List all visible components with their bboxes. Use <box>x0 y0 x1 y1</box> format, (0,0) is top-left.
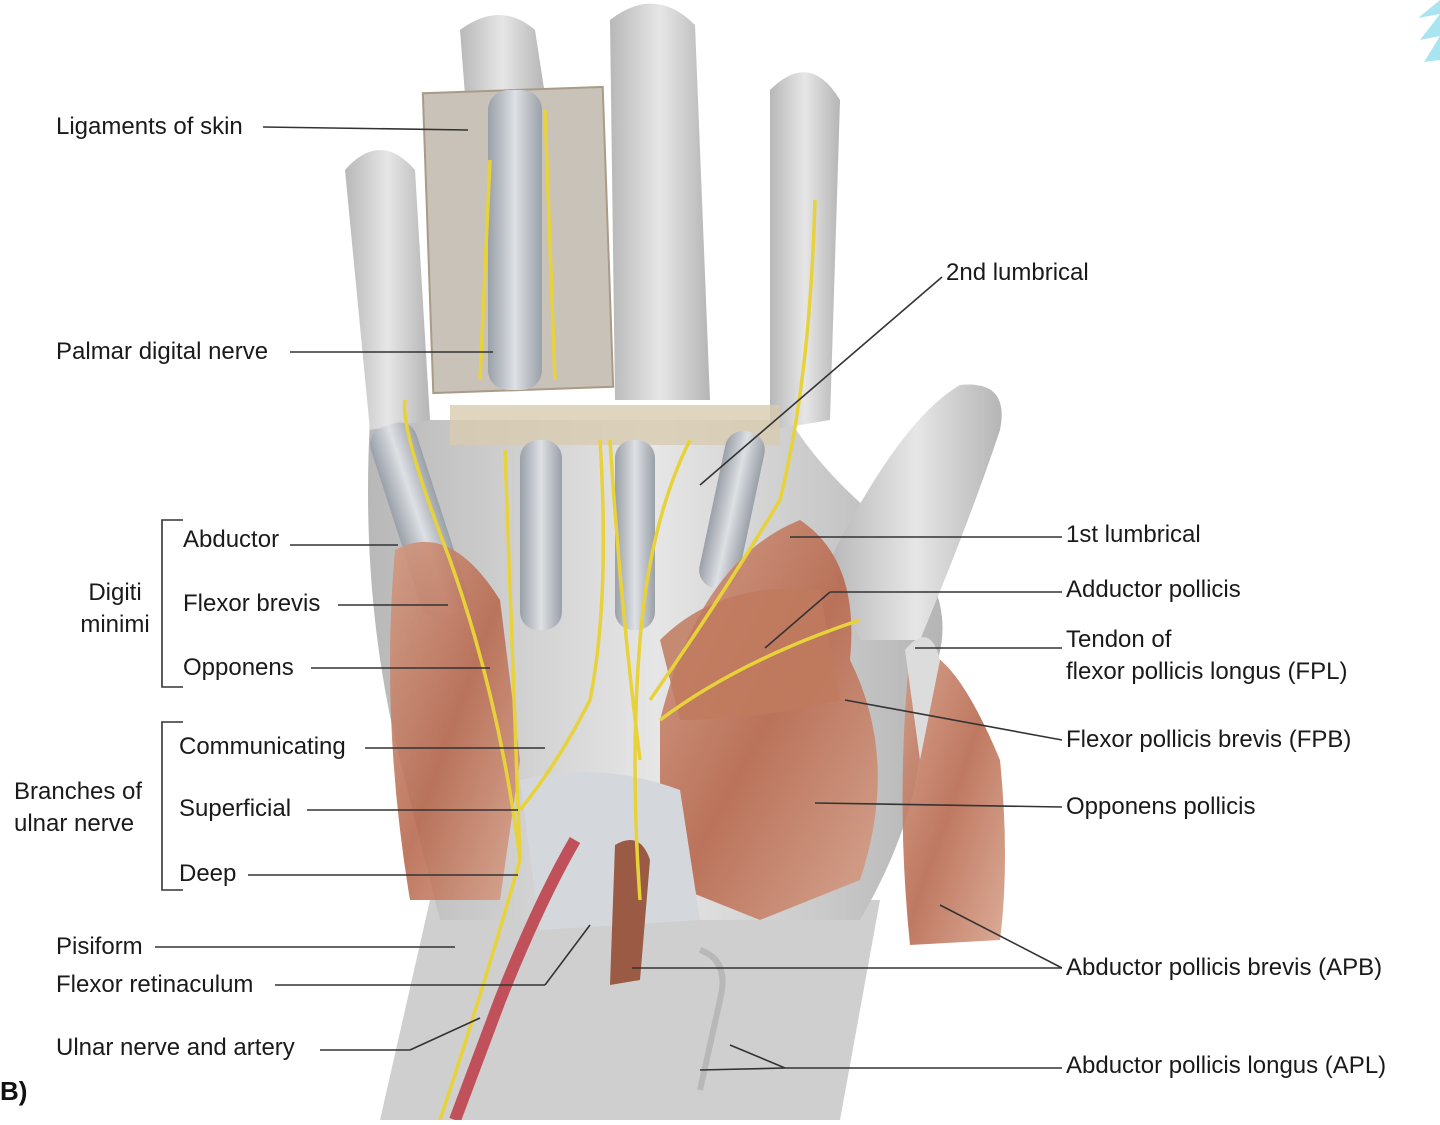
apl-tendon <box>697 947 726 1091</box>
label-flexor-pollicis-brevis: Flexor pollicis brevis (FPB) <box>1066 726 1352 753</box>
group-label-branches-line1: Branches of <box>14 778 143 805</box>
flexor-retinaculum <box>520 772 700 930</box>
leader-lines <box>155 126 1063 1071</box>
abductor-pollicis-brevis-flap <box>902 649 1005 945</box>
label-opponens: Opponens <box>183 654 294 681</box>
label-adductor-pollicis: Adductor pollicis <box>1066 576 1241 603</box>
middle-finger <box>610 3 710 401</box>
group-label-branches-of-ulnar-nerve: Branches of ulnar nerve <box>14 776 160 840</box>
corner-decoration <box>1418 0 1440 62</box>
label-abductor-pollicis-longus: Abductor pollicis longus (APL) <box>1066 1052 1387 1079</box>
label-flexor-retinaculum: Flexor retinaculum <box>56 971 254 998</box>
label-tendon-of: Tendon of <box>1066 626 1172 653</box>
median-nerve <box>608 199 861 901</box>
label-1st-lumbrical: 1st lumbrical <box>1066 521 1201 548</box>
label-pisiform: Pisiform <box>56 933 143 960</box>
label-flexor-pollicis-longus: flexor pollicis longus (FPL) <box>1066 658 1348 685</box>
panel-letter: B) <box>0 1076 28 1106</box>
label-communicating: Communicating <box>179 733 346 760</box>
label-ulnar-nerve-and-artery: Ulnar nerve and artery <box>56 1034 295 1061</box>
label-abductor: Abductor <box>183 526 280 553</box>
label-abductor-pollicis-brevis: Abductor pollicis brevis (APB) <box>1066 954 1383 981</box>
index-finger <box>770 72 840 430</box>
label-2nd-lumbrical: 2nd lumbrical <box>946 259 1089 286</box>
forearm <box>380 900 880 1120</box>
group-label-digiti-minimi-line2: minimi <box>80 611 150 638</box>
ulnar-nerve <box>402 109 606 1121</box>
label-palmar-digital-nerve: Palmar digital nerve <box>56 338 269 365</box>
tendon-index <box>699 430 765 590</box>
tendon-middle <box>615 440 655 630</box>
tendon-ring <box>520 440 562 630</box>
digiti-minimi-bracket <box>161 519 183 688</box>
label-opponens-pollicis: Opponens pollicis <box>1066 793 1256 820</box>
group-label-branches-line2: ulnar nerve <box>14 810 135 837</box>
label-flexor-brevis: Flexor brevis <box>183 590 321 617</box>
label-superficial: Superficial <box>179 795 292 822</box>
ring-finger <box>460 15 545 95</box>
thumb <box>830 384 1002 640</box>
group-label-digiti-minimi-line1: Digiti <box>88 579 142 606</box>
branches-bracket <box>161 721 183 891</box>
label-deep: Deep <box>179 860 237 887</box>
little-finger <box>345 150 430 430</box>
group-label-digiti-minimi: Digiti minimi <box>70 577 160 641</box>
label-ligaments-of-skin: Ligaments of skin <box>56 113 243 140</box>
ulnar-artery <box>449 836 581 1123</box>
